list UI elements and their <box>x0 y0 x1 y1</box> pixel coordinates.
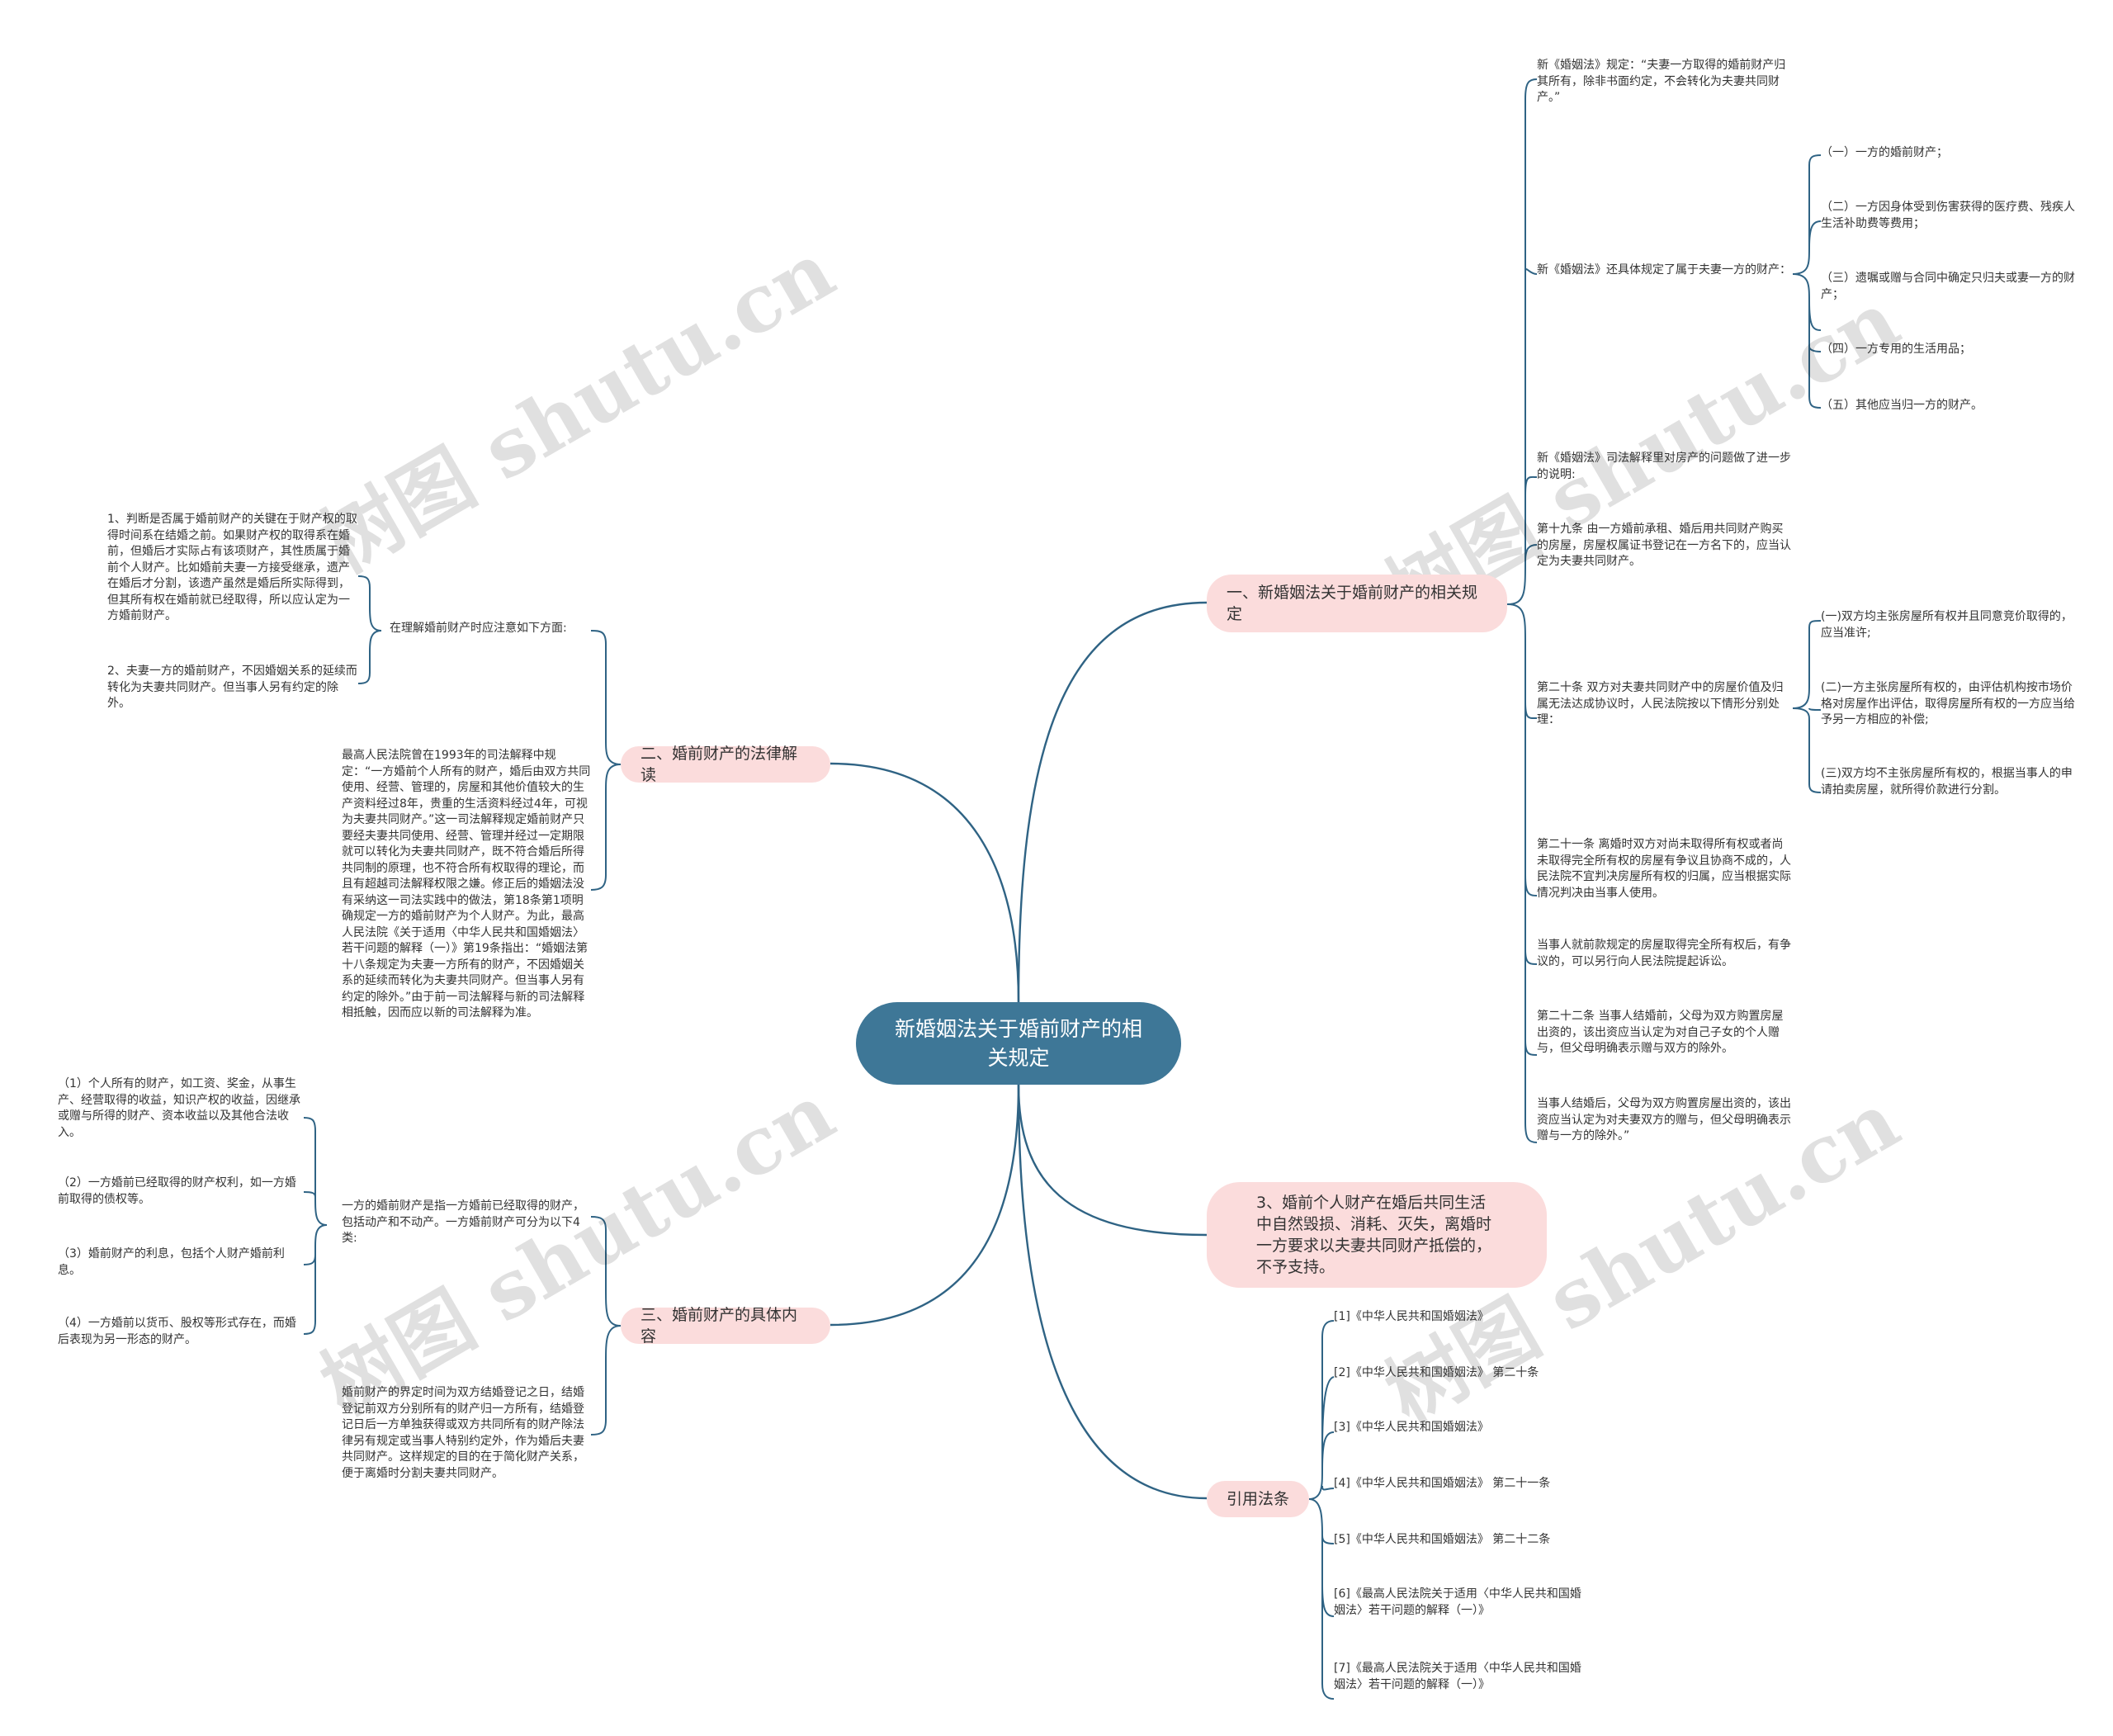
b2-a-child-1[interactable]: 1、判断是否属于婚前财产的关键在于财产权的取得时间系在结婚之前。如果财产权的取得… <box>107 512 358 625</box>
b5-ref-6[interactable]: [6]《最高人民法院关于适用〈中华人民共和国婚姻法〉若干问题的解释（一）》 <box>1334 1587 1581 1619</box>
branch-5-topic[interactable]: 引用法条 <box>1207 1481 1309 1517</box>
b4-a-child-3-text: （3）婚前财产的利息，包括个人财产婚前利息。 <box>58 1247 285 1277</box>
b1-item-a-text: 新《婚姻法》规定：“夫妻一方取得的婚前财产归其所有，除非书面约定，不会转化为夫妻… <box>1537 59 1786 104</box>
b2-item-a[interactable]: 在理解婚前财产时应注意如下方面: <box>390 621 596 637</box>
b2-item-b[interactable]: 最高人民法院曾在1993年的司法解释中规定：“一方婚前个人所有的财产，婚后由双方… <box>342 748 591 1022</box>
branch-3-label: 3、婚前个人财产在婚后共同生活中自然毁损、消耗、灭失，离婚时一方要求以夫妻共同财… <box>1256 1194 1492 1276</box>
b4-item-b-text: 婚前财产的界定时间为双方结婚登记之日，结婚登记前双方分别所有的财产归一方所有，结… <box>342 1386 584 1480</box>
b1-item-h-text: 第二十二条 当事人结婚前，父母为双方购置房屋出资的，该出资应当认定为对自己子女的… <box>1537 1010 1784 1055</box>
b1-item-i[interactable]: 当事人结婚后，父母为双方购置房屋出资的，该出资应当认定为对夫妻双方的赠与，但父母… <box>1537 1096 1793 1145</box>
b1-b-child-3[interactable]: （三）遗嘱或赠与合同中确定只归夫或妻一方的财产； <box>1821 271 2077 303</box>
b1-e-child-3-text: (三)双方均不主张房屋所有权的，根据当事人的申请拍卖房屋，就所得价款进行分割。 <box>1821 767 2073 797</box>
b1-e-child-1[interactable]: (一)双方均主张房屋所有权并且同意竞价取得的，应当准许; <box>1821 609 2077 641</box>
branch-4-label: 三、婚前财产的具体内容 <box>641 1306 798 1346</box>
b5-ref-4[interactable]: [4]《中华人民共和国婚姻法》 第二十一条 <box>1334 1476 1598 1492</box>
b5-ref-3[interactable]: [3]《中华人民共和国婚姻法》 <box>1334 1420 1598 1436</box>
b5-ref-4-text: [4]《中华人民共和国婚姻法》 第二十一条 <box>1334 1477 1551 1490</box>
b4-item-a-text: 一方的婚前财产是指一方婚前已经取得的财产，包括动产和不动产。一方婚前财产可分为以… <box>342 1199 584 1245</box>
b1-e-child-2-text: (二)一方主张房屋所有权的，由评估机构按市场价格对房屋作出评估，取得房屋所有权的… <box>1821 681 2075 726</box>
branch-1-topic[interactable]: 一、新婚姻法关于婚前财产的相关规定 <box>1207 575 1507 632</box>
b5-ref-6-text: [6]《最高人民法院关于适用〈中华人民共和国婚姻法〉若干问题的解释（一）》 <box>1334 1587 1581 1617</box>
branch-2-label: 二、婚前财产的法律解读 <box>641 745 798 784</box>
b1-b-child-3-text: （三）遗嘱或赠与合同中确定只归夫或妻一方的财产； <box>1821 272 2075 301</box>
b5-ref-1-text: [1]《中华人民共和国婚姻法》 <box>1334 1310 1489 1323</box>
b1-b-child-2-text: （二）一方因身体受到伤害获得的医疗费、残疾人生活补助费等费用； <box>1821 201 2075 230</box>
b1-b-child-1[interactable]: （一）一方的婚前财产； <box>1821 145 2077 162</box>
b2-item-b-text: 最高人民法院曾在1993年的司法解释中规定：“一方婚前个人所有的财产，婚后由双方… <box>342 749 591 1019</box>
b1-item-b-text: 新《婚姻法》还具体规定了属于夫妻一方的财产： <box>1537 263 1791 277</box>
b4-item-a[interactable]: 一方的婚前财产是指一方婚前已经取得的财产，包括动产和不动产。一方婚前财产可分为以… <box>342 1199 591 1247</box>
b4-item-b[interactable]: 婚前财产的界定时间为双方结婚登记之日，结婚登记前双方分别所有的财产归一方所有，结… <box>342 1385 591 1482</box>
branch-2-topic[interactable]: 二、婚前财产的法律解读 <box>621 745 830 784</box>
branch-5-label: 引用法条 <box>1227 1490 1290 1508</box>
b4-a-child-2-text: （2）一方婚前已经取得的财产权利，如一方婚前取得的债权等。 <box>58 1176 296 1206</box>
b1-b-child-1-text: （一）一方的婚前财产； <box>1821 146 1948 159</box>
b4-a-child-2[interactable]: （2）一方婚前已经取得的财产权利，如一方婚前取得的债权等。 <box>58 1175 304 1208</box>
b1-e-child-3[interactable]: (三)双方均不主张房屋所有权的，根据当事人的申请拍卖房屋，就所得价款进行分割。 <box>1821 766 2077 798</box>
b1-b-child-4[interactable]: （四）一方专用的生活用品； <box>1821 342 2077 358</box>
b1-item-e[interactable]: 第二十条 双方对夫妻共同财产中的房屋价值及归属无法达成协议时，人民法院按以下情形… <box>1537 680 1793 729</box>
b1-b-child-5-text: （五）其他应当归一方的财产。 <box>1821 399 1983 412</box>
b1-item-f[interactable]: 第二十一条 离婚时双方对尚未取得所有权或者尚未取得完全所有权的房屋有争议且协商不… <box>1537 837 1793 901</box>
b1-item-i-text: 当事人结婚后，父母为双方购置房屋出资的，该出资应当认定为对夫妻双方的赠与，但父母… <box>1537 1097 1791 1142</box>
b1-e-child-2[interactable]: (二)一方主张房屋所有权的，由评估机构按市场价格对房屋作出评估，取得房屋所有权的… <box>1821 680 2077 729</box>
b5-ref-5[interactable]: [5]《中华人民共和国婚姻法》 第二十二条 <box>1334 1532 1598 1549</box>
b1-e-child-1-text: (一)双方均主张房屋所有权并且同意竞价取得的，应当准许; <box>1821 610 2073 640</box>
b2-item-a-text: 在理解婚前财产时应注意如下方面: <box>390 622 567 635</box>
b1-item-h[interactable]: 第二十二条 当事人结婚前，父母为双方购置房屋出资的，该出资应当认定为对自己子女的… <box>1537 1009 1793 1057</box>
b1-item-d-text: 第十九条 由一方婚前承租、婚后用共同财产购买的房屋，房屋权属证书登记在一方名下的… <box>1537 523 1791 568</box>
b5-ref-1[interactable]: [1]《中华人民共和国婚姻法》 <box>1334 1309 1598 1326</box>
b2-a-child-2-text: 2、夫妻一方的婚前财产，不因婚姻关系的延续而转化为夫妻共同财产。但当事人另有约定… <box>107 665 357 710</box>
b1-item-b[interactable]: 新《婚姻法》还具体规定了属于夫妻一方的财产： <box>1537 263 1793 279</box>
root-topic[interactable]: 新婚姻法关于婚前财产的相关规定 <box>856 1002 1181 1085</box>
branch-1-label: 一、新婚姻法关于婚前财产的相关规定 <box>1227 584 1478 623</box>
b4-a-child-1-text: （1）个人所有的财产，如工资、奖金，从事生产、经营取得的收益，知识产权的收益，因… <box>58 1077 300 1139</box>
b1-item-a[interactable]: 新《婚姻法》规定：“夫妻一方取得的婚前财产归其所有，除非书面约定，不会转化为夫妻… <box>1537 58 1793 106</box>
b5-ref-2-text: [2]《中华人民共和国婚姻法》 第二十条 <box>1334 1366 1539 1379</box>
b1-b-child-2[interactable]: （二）一方因身体受到伤害获得的医疗费、残疾人生活补助费等费用； <box>1821 200 2077 232</box>
branch-3-topic[interactable]: 3、婚前个人财产在婚后共同生活中自然毁损、消耗、灭失，离婚时一方要求以夫妻共同财… <box>1207 1182 1547 1288</box>
b5-ref-5-text: [5]《中华人民共和国婚姻法》 第二十二条 <box>1334 1533 1551 1546</box>
b1-item-c-text: 新《婚姻法》司法解释里对房产的问题做了进一步的说明: <box>1537 452 1791 481</box>
b1-item-f-text: 第二十一条 离婚时双方对尚未取得所有权或者尚未取得完全所有权的房屋有争议且协商不… <box>1537 838 1791 900</box>
b4-a-child-1[interactable]: （1）个人所有的财产，如工资、奖金，从事生产、经营取得的收益，知识产权的收益，因… <box>58 1076 304 1141</box>
b5-ref-3-text: [3]《中华人民共和国婚姻法》 <box>1334 1421 1489 1434</box>
b1-item-c[interactable]: 新《婚姻法》司法解释里对房产的问题做了进一步的说明: <box>1537 451 1793 483</box>
b4-a-child-4[interactable]: （4）一方婚前以货币、股权等形式存在，而婚后表现为另一形态的财产。 <box>58 1316 304 1348</box>
b1-item-d[interactable]: 第十九条 由一方婚前承租、婚后用共同财产购买的房屋，房屋权属证书登记在一方名下的… <box>1537 522 1793 570</box>
b5-ref-7-text: [7]《最高人民法院关于适用〈中华人民共和国婚姻法〉若干问题的解释（一）》 <box>1334 1662 1581 1691</box>
b1-item-e-text: 第二十条 双方对夫妻共同财产中的房屋价值及归属无法达成协议时，人民法院按以下情形… <box>1537 681 1784 726</box>
b5-ref-7[interactable]: [7]《最高人民法院关于适用〈中华人民共和国婚姻法〉若干问题的解释（一）》 <box>1334 1661 1581 1693</box>
b1-item-g[interactable]: 当事人就前款规定的房屋取得完全所有权后，有争议的，可以另行向人民法院提起诉讼。 <box>1537 938 1793 970</box>
b2-a-child-2[interactable]: 2、夫妻一方的婚前财产，不因婚姻关系的延续而转化为夫妻共同财产。但当事人另有约定… <box>107 664 358 712</box>
branch-4-topic[interactable]: 三、婚前财产的具体内容 <box>621 1306 830 1346</box>
b1-item-g-text: 当事人就前款规定的房屋取得完全所有权后，有争议的，可以另行向人民法院提起诉讼。 <box>1537 939 1791 968</box>
root-topic-label: 新婚姻法关于婚前财产的相关规定 <box>894 1017 1142 1070</box>
b5-ref-2[interactable]: [2]《中华人民共和国婚姻法》 第二十条 <box>1334 1365 1598 1382</box>
b4-a-child-3[interactable]: （3）婚前财产的利息，包括个人财产婚前利息。 <box>58 1246 304 1279</box>
b2-a-child-1-text: 1、判断是否属于婚前财产的关键在于财产权的取得时间系在结婚之前。如果财产权的取得… <box>107 513 357 622</box>
b1-b-child-5[interactable]: （五）其他应当归一方的财产。 <box>1821 398 2077 414</box>
b4-a-child-4-text: （4）一方婚前以货币、股权等形式存在，而婚后表现为另一形态的财产。 <box>58 1317 296 1346</box>
b1-b-child-4-text: （四）一方专用的生活用品； <box>1821 343 1971 356</box>
